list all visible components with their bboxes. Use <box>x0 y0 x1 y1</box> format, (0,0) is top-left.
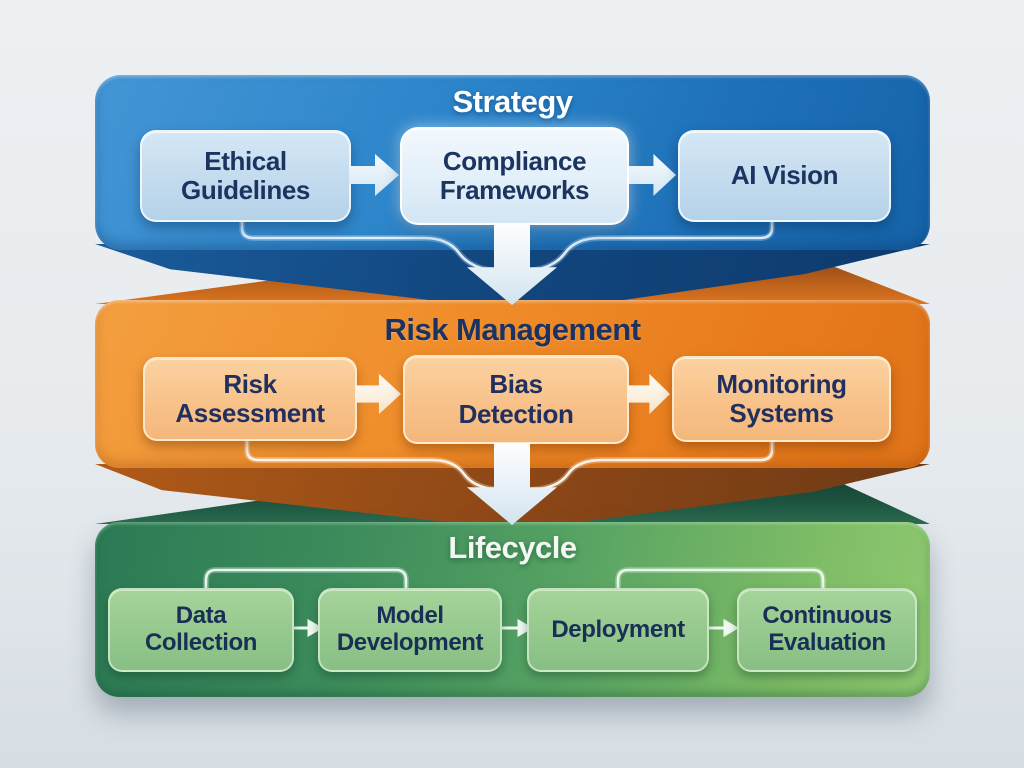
node-continuous-evaluation: Continuous Evaluation <box>737 588 917 672</box>
node-data-collection: Data Collection <box>108 588 294 672</box>
node-ai-vision: AI Vision <box>678 130 891 222</box>
node-model-development: Model Development <box>318 588 502 672</box>
node-risk-assessment: Risk Assessment <box>143 357 357 441</box>
strategy-band-title: Strategy <box>452 84 573 119</box>
risk-band-title: Risk Management <box>384 312 641 347</box>
node-compliance-frameworks: Compliance Frameworks <box>400 127 629 225</box>
node-monitoring-systems: Monitoring Systems <box>672 356 891 442</box>
lifecycle-band-title: Lifecycle <box>448 530 577 565</box>
node-ethical-guidelines: Ethical Guidelines <box>140 130 351 222</box>
node-bias-detection: Bias Detection <box>403 355 629 444</box>
node-deployment: Deployment <box>527 588 709 672</box>
